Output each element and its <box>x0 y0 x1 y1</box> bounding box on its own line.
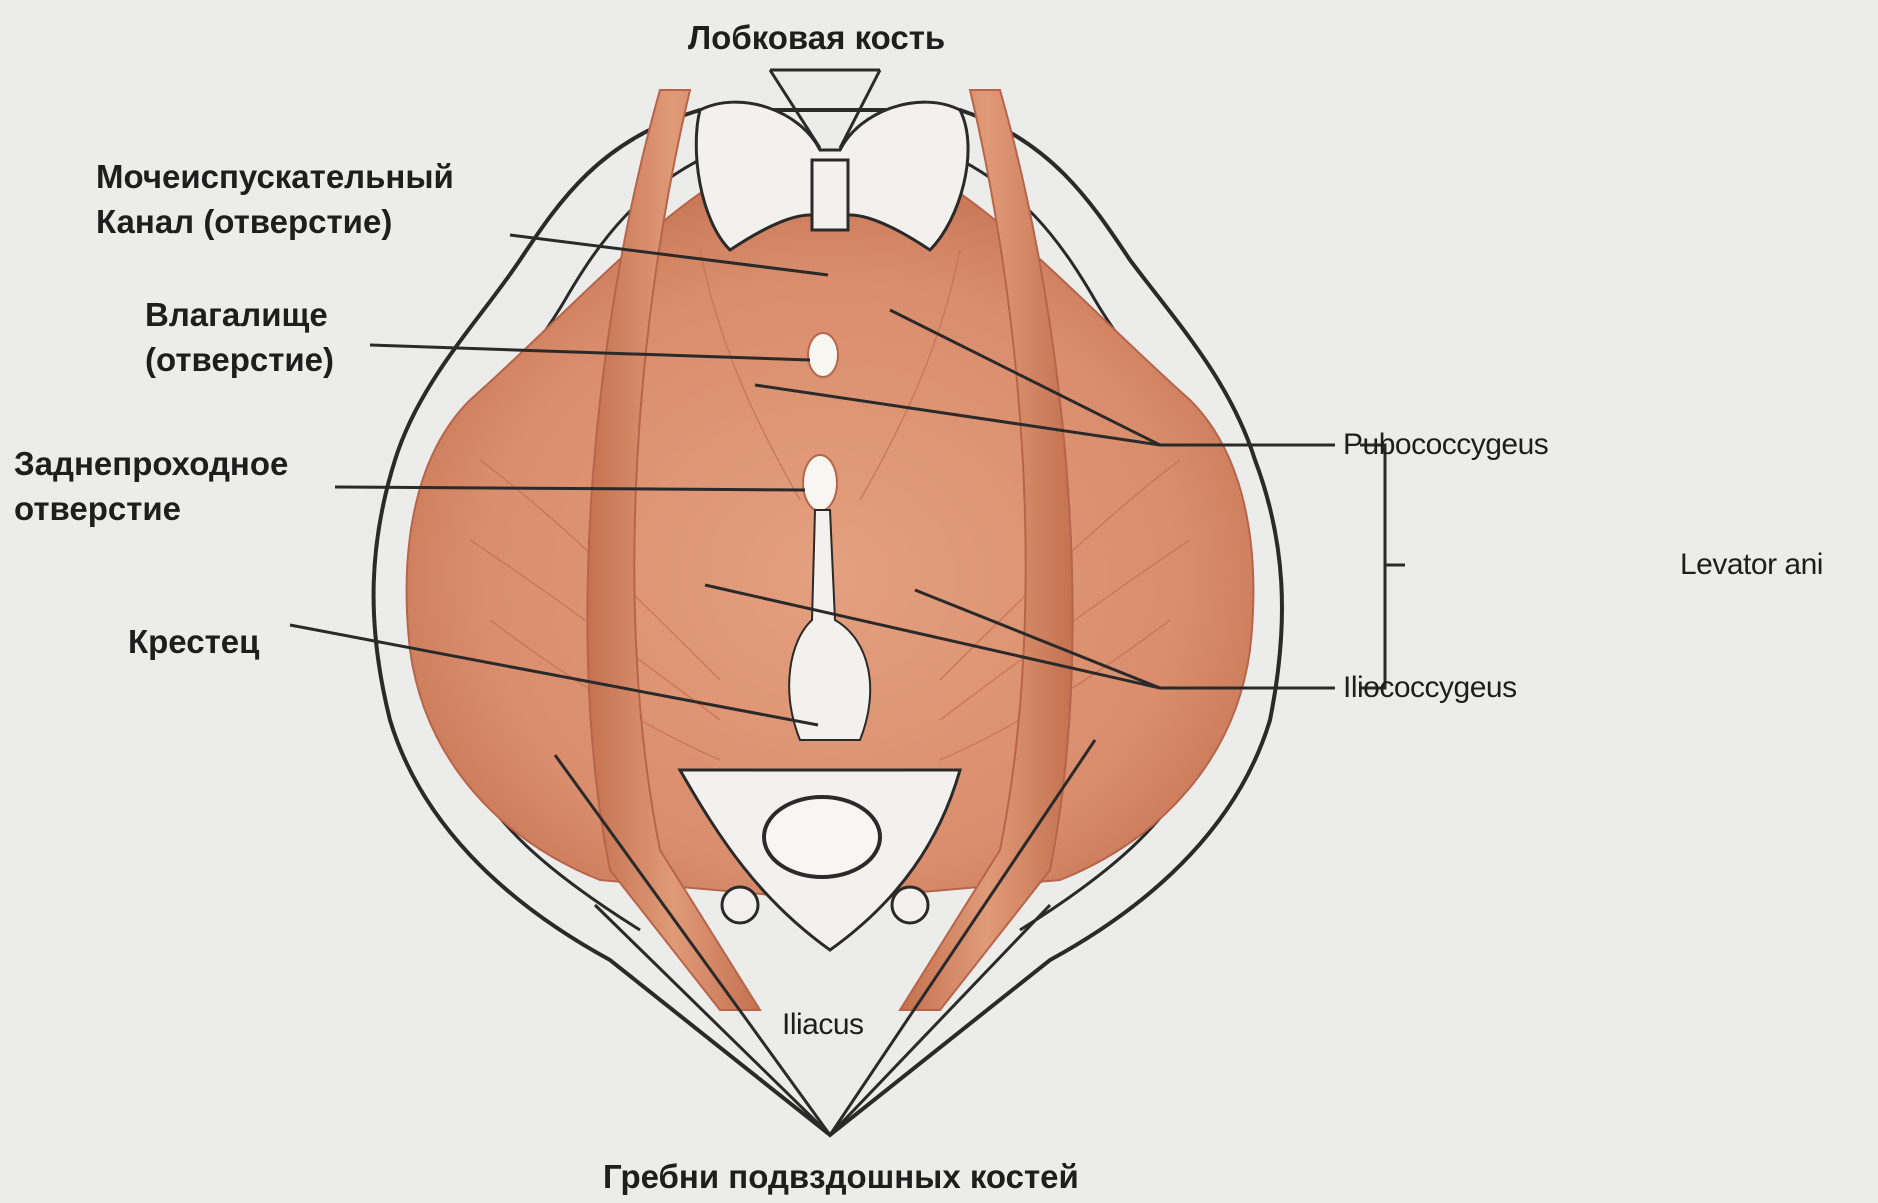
sacrum-label: Крестец <box>128 620 259 665</box>
iliacus-label-text: Iliacus <box>782 1005 864 1046</box>
pubic-symphysis <box>812 160 848 230</box>
pubic-bone-label: Лобковая кость <box>688 16 945 61</box>
vagina-label-line2: (отверстие) <box>145 338 334 383</box>
anus-label-line1: Заднепроходное <box>14 442 288 487</box>
anus-label: Заднепроходное отверстие <box>14 442 288 531</box>
vagina-label: Влагалище (отверстие) <box>145 293 334 382</box>
pubococcygeus-label: Pubococcygeus <box>1343 425 1548 466</box>
vaginal-opening <box>808 333 838 377</box>
pubic-bone-label-text: Лобковая кость <box>688 16 945 61</box>
iliococcygeus-label-text: Iliococcygeus <box>1343 668 1517 709</box>
levator-ani-label-text: Levator ani <box>1680 545 1823 586</box>
urethra-label: Мочеиспускательный Канал (отверстие) <box>96 155 454 244</box>
iliac-crests-label: Гребни подвздошных костей <box>603 1155 1079 1200</box>
sacral-canal <box>764 797 880 877</box>
iliococcygeus-label: Iliococcygeus <box>1343 668 1517 709</box>
vagina-label-line1: Влагалище <box>145 293 334 338</box>
sacrum-label-text: Крестец <box>128 620 259 665</box>
levator-ani-label: Levator ani <box>1680 545 1823 586</box>
urethra-label-line1: Мочеиспускательный <box>96 155 454 200</box>
iliacus-label: Iliacus <box>782 1005 864 1046</box>
iliac-crests-label-text: Гребни подвздошных костей <box>603 1155 1079 1200</box>
anal-opening <box>803 455 837 511</box>
sacral-foramen-left <box>722 887 758 923</box>
sacral-foramen-right <box>892 887 928 923</box>
anus-label-line2: отверстие <box>14 487 288 532</box>
pubococcygeus-label-text: Pubococcygeus <box>1343 425 1548 466</box>
urethra-label-line2: Канал (отверстие) <box>96 200 454 245</box>
